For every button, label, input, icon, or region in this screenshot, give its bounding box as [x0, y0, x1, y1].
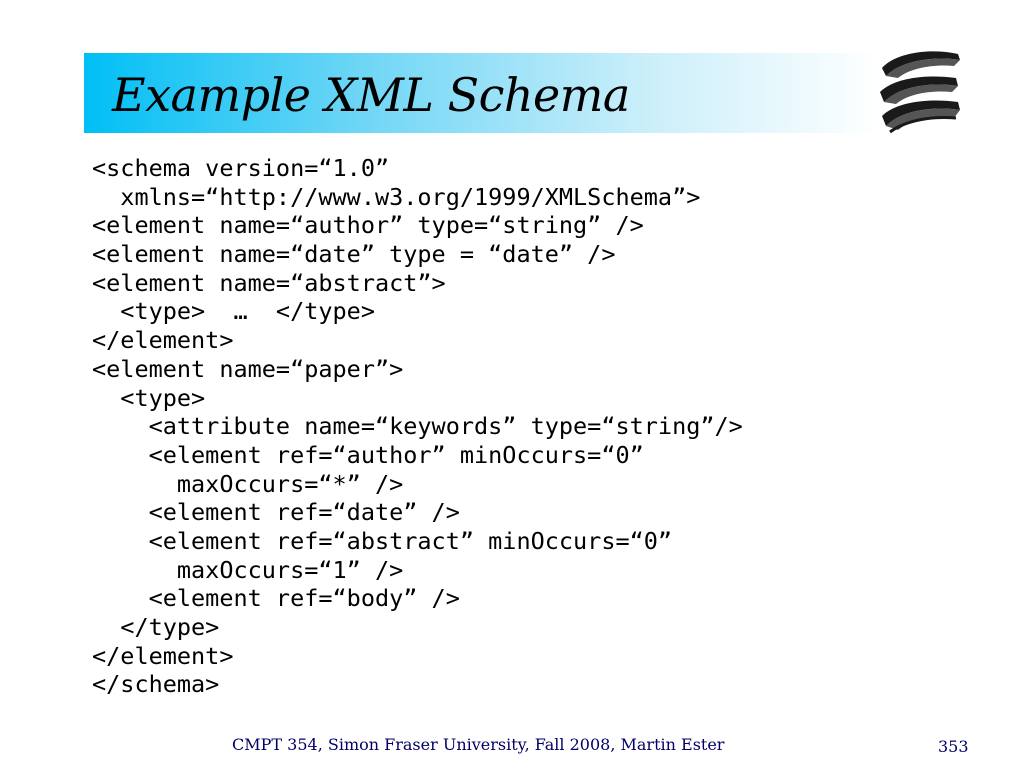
xml-schema-code-block: <schema version=“1.0” xmlns=“http://www.… — [92, 154, 743, 699]
code-line: </element> — [92, 641, 234, 670]
title-banner — [84, 53, 880, 133]
code-line: </schema> — [92, 670, 220, 699]
page-number: 353 — [938, 737, 969, 756]
code-line: <element ref=“body” /> — [92, 584, 460, 613]
code-line: <element name=“paper”> — [92, 354, 404, 383]
code-line: maxOccurs=“*” /> — [92, 469, 404, 498]
slide-title: Example XML Schema — [112, 68, 630, 122]
code-line: <type> … </type> — [92, 297, 375, 326]
database-logo-icon — [876, 46, 964, 138]
code-line: </type> — [92, 613, 220, 641]
code-line: <element ref=“date” /> — [92, 498, 460, 527]
code-line: <element ref=“abstract” minOccurs=“0” — [92, 526, 673, 555]
code-line: <element name=“date” type = “date” /> — [92, 240, 616, 269]
footer-course-info: CMPT 354, Simon Fraser University, Fall … — [232, 735, 725, 754]
code-line: <element ref=“author” minOccurs=“0” — [92, 440, 644, 469]
code-line: <attribute name=“keywords” type=“string”… — [92, 412, 743, 441]
code-line: <element name=“author” type=“string” /> — [92, 211, 644, 240]
code-line: <type> — [92, 383, 206, 412]
code-line: maxOccurs=“1” /> — [92, 555, 404, 584]
code-line: <element name=“abstract”> — [92, 268, 446, 297]
code-line: <schema version=“1.0” — [92, 154, 390, 182]
code-line: </element> — [92, 326, 234, 355]
code-line: xmlns=“http://www.w3.org/1999/XMLSchema”… — [92, 182, 701, 211]
